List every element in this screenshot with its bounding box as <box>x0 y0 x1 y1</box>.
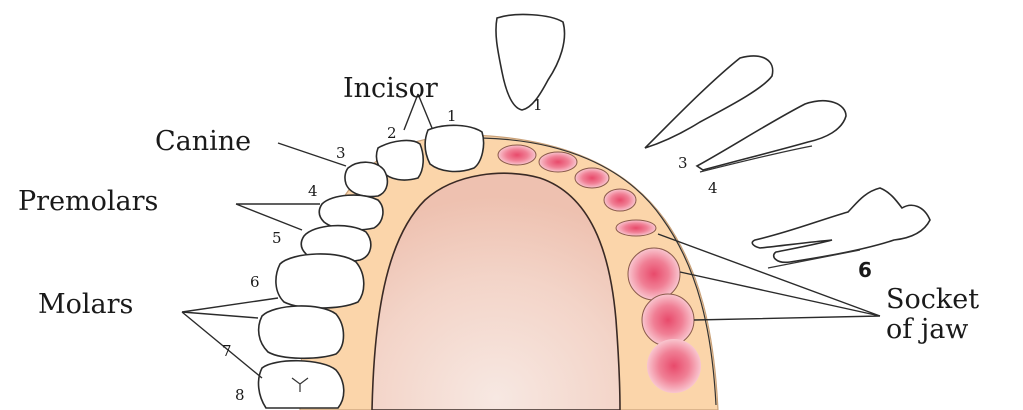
socket-4 <box>604 189 636 211</box>
tooth-number-8: 8 <box>235 386 245 404</box>
premolars-leader <box>236 204 320 230</box>
tooth-number-3: 3 <box>336 144 346 162</box>
socket-7 <box>642 294 694 346</box>
molars-label: Molars <box>38 289 133 320</box>
side-tooth-incisor <box>496 15 565 110</box>
side-tooth-number-3: 3 <box>678 154 688 172</box>
tooth-molar-3 <box>259 361 344 408</box>
side-tooth-number-1: 1 <box>533 96 543 114</box>
tooth-number-6: 6 <box>250 273 260 291</box>
tooth-number-7: 7 <box>222 342 232 360</box>
socket-8 <box>647 339 701 393</box>
side-tooth-number-4: 4 <box>708 179 718 197</box>
tooth-canine <box>345 162 387 196</box>
tooth-number-5: 5 <box>272 229 282 247</box>
side-tooth-number-6: 6 <box>858 258 872 282</box>
side-tooth-molar <box>752 188 930 262</box>
canine-label: Canine <box>155 126 251 157</box>
tooth-number-1: 1 <box>447 107 457 125</box>
socket-label-line1: Socket <box>886 284 979 315</box>
socket-3 <box>575 168 609 188</box>
tooth-premolar-1 <box>319 195 383 230</box>
tooth-molar-1 <box>276 254 364 308</box>
tooth-number-2: 2 <box>387 124 397 142</box>
socket-2 <box>539 152 577 172</box>
premolars-label: Premolars <box>18 186 158 217</box>
socket-1 <box>498 145 536 165</box>
tooth-incisor-1 <box>425 125 483 171</box>
socket-6 <box>628 248 680 300</box>
tooth-number-4: 4 <box>308 182 318 200</box>
socket-5 <box>616 220 656 236</box>
incisor-label: Incisor <box>343 73 438 104</box>
tooth-molar-2 <box>259 306 344 358</box>
socket-label-line2: of jaw <box>886 314 968 345</box>
